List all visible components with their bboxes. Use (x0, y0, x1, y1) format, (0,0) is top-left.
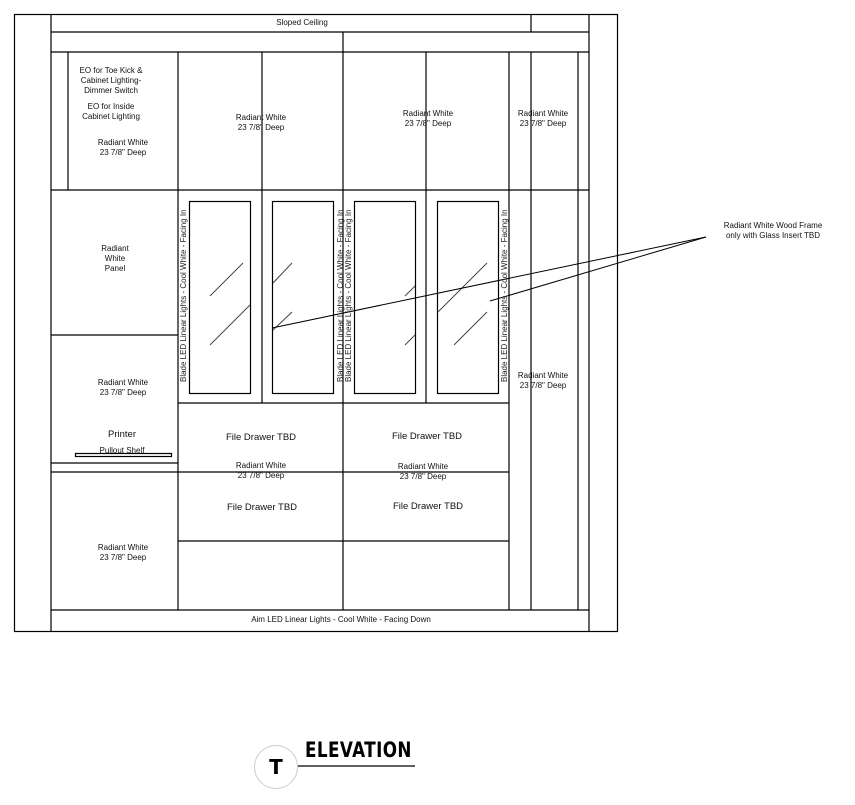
depth-text: 23 7/8" Deep (519, 381, 567, 390)
file-drawer-label: File Drawer TBD (391, 431, 463, 442)
depth-text: 23 7/8" Deep (99, 553, 147, 562)
drawing-title: ELEVATION (305, 738, 412, 762)
blade-lights-label: Blade LED Linear Lights - Cool White - F… (179, 209, 188, 382)
panel-text: Radiant (101, 244, 129, 253)
depth-text: 23 7/8" Deep (237, 123, 285, 132)
note-line: EO for Toe Kick & (79, 66, 143, 75)
aim-lights-label: Aim LED Linear Lights - Cool White - Fac… (251, 615, 431, 624)
callout-line: only with Glass Insert TBD (725, 231, 821, 240)
pullout-shelf-label: Pullout Shelf (99, 446, 145, 455)
finish-text: Radiant White (235, 461, 287, 470)
depth-text: 23 7/8" Deep (99, 148, 147, 157)
note-line: EO for Inside (87, 102, 135, 111)
callout-leader-lines (271, 236, 707, 329)
finish-text: Radiant White (517, 371, 569, 380)
panel-text: Panel (104, 264, 126, 273)
depth-text: 23 7/8" Deep (404, 119, 452, 128)
depth-text: 23 7/8" Deep (399, 472, 447, 481)
finish-text: Radiant White (97, 378, 149, 387)
depth-text: 23 7/8" Deep (519, 119, 567, 128)
finish-text: Radiant White (97, 138, 149, 147)
depth-text: 23 7/8" Deep (237, 471, 285, 480)
eo-inside-note: EO for Inside Cabinet Lighting (82, 102, 140, 122)
glass-frame-callout: Radiant White Wood Frame only with Glass… (724, 221, 823, 241)
printer-label: Printer (108, 429, 136, 440)
file-drawer-label: File Drawer TBD (392, 501, 464, 512)
panel-label: Radiant White Panel (101, 244, 129, 274)
panel-text: White (104, 254, 126, 263)
elevation-tag: T (254, 745, 298, 789)
sloped-ceiling-label: Sloped Ceiling (276, 18, 328, 27)
note-line: Cabinet Lighting- (80, 76, 142, 85)
blade-lights-label: Blade LED Linear Lights - Cool White - F… (344, 209, 353, 382)
finish-text: Radiant White (402, 109, 454, 118)
finish-text: Radiant White (517, 109, 569, 118)
file-drawer-label: File Drawer TBD (226, 502, 298, 513)
depth-text: 23 7/8" Deep (99, 388, 147, 397)
callout-line: Radiant White Wood Frame (723, 221, 823, 230)
note-line: Dimmer Switch (84, 86, 138, 95)
blade-lights-label: Blade LED Linear Lights - Cool White - F… (500, 209, 509, 382)
finish-text: Radiant White (235, 113, 287, 122)
finish-text: Radiant White (97, 543, 149, 552)
finish-text: Radiant White (397, 462, 449, 471)
note-line: Cabinet Lighting (82, 112, 140, 121)
file-drawer-label: File Drawer TBD (225, 432, 297, 443)
eo-toe-kick-note: EO for Toe Kick & Cabinet Lighting- Dimm… (80, 66, 143, 96)
